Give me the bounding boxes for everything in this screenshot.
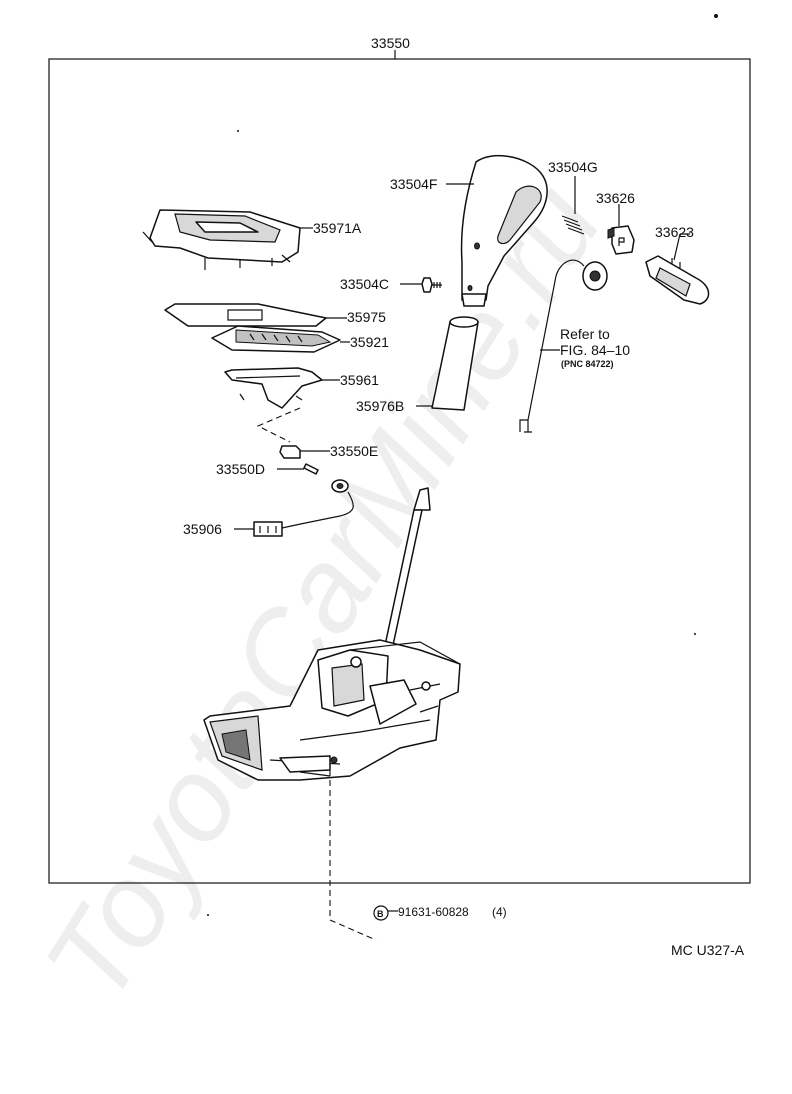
part-label-33550d: 33550D — [216, 461, 265, 477]
reference-line-3: (PNC 84722) — [561, 359, 614, 369]
scan-dot — [714, 14, 718, 18]
dashed-connector-bolt — [329, 770, 377, 941]
plate-drawing — [164, 303, 327, 327]
part-label-33504c: 33504C — [340, 276, 389, 292]
reference-line-1: Refer to — [560, 326, 610, 342]
spring-drawing — [561, 215, 585, 235]
indicator-housing-drawing — [142, 209, 301, 270]
part-label-35921: 35921 — [350, 334, 389, 350]
indicator-plate-drawing — [211, 325, 341, 353]
fastener-symbol: B — [377, 909, 384, 919]
assembly-frame — [48, 58, 751, 884]
part-label-33550e: 33550E — [330, 443, 378, 459]
part-label-35961: 35961 — [340, 372, 379, 388]
scan-dot — [237, 130, 239, 132]
scan-dot — [694, 633, 696, 635]
assembly-number-label: 33550 — [371, 35, 410, 51]
fastener-symbol-circle — [373, 905, 389, 921]
figure-code: MC U327-A — [671, 942, 745, 958]
part-label-33504g: 33504G — [548, 159, 598, 175]
lamp-housing-drawing — [224, 367, 323, 409]
part-label-33623: 33623 — [655, 224, 694, 240]
button-drawing — [607, 225, 635, 255]
sleeve-drawing — [431, 316, 479, 411]
reference-line-2: FIG. 84–10 — [560, 342, 630, 358]
shift-knob-drawing — [460, 154, 548, 307]
part-label-35975: 35975 — [347, 309, 386, 325]
dashed-connector-lamp — [256, 407, 301, 443]
watermark: ToyotaCarMine.ru — [20, 162, 627, 1024]
part-label-33626: 33626 — [596, 190, 635, 206]
fastener-qty: (4) — [492, 905, 507, 919]
part-label-35906: 35906 — [183, 521, 222, 537]
part-label-33504f: 33504F — [390, 176, 437, 192]
scan-dot — [207, 914, 209, 916]
part-label-35971a: 35971A — [313, 220, 362, 236]
switch-drawing — [645, 255, 710, 305]
shift-lever-assembly-drawing — [203, 487, 461, 781]
bulb-drawing — [303, 463, 319, 475]
reference-wire-drawing — [519, 259, 608, 433]
fastener-number: 91631-60828 — [398, 905, 469, 919]
part-label-35976b: 35976B — [356, 398, 404, 414]
leader-33623 — [673, 233, 690, 261]
bulb-socket-drawing — [279, 445, 301, 459]
wire-harness-drawing — [253, 479, 354, 537]
